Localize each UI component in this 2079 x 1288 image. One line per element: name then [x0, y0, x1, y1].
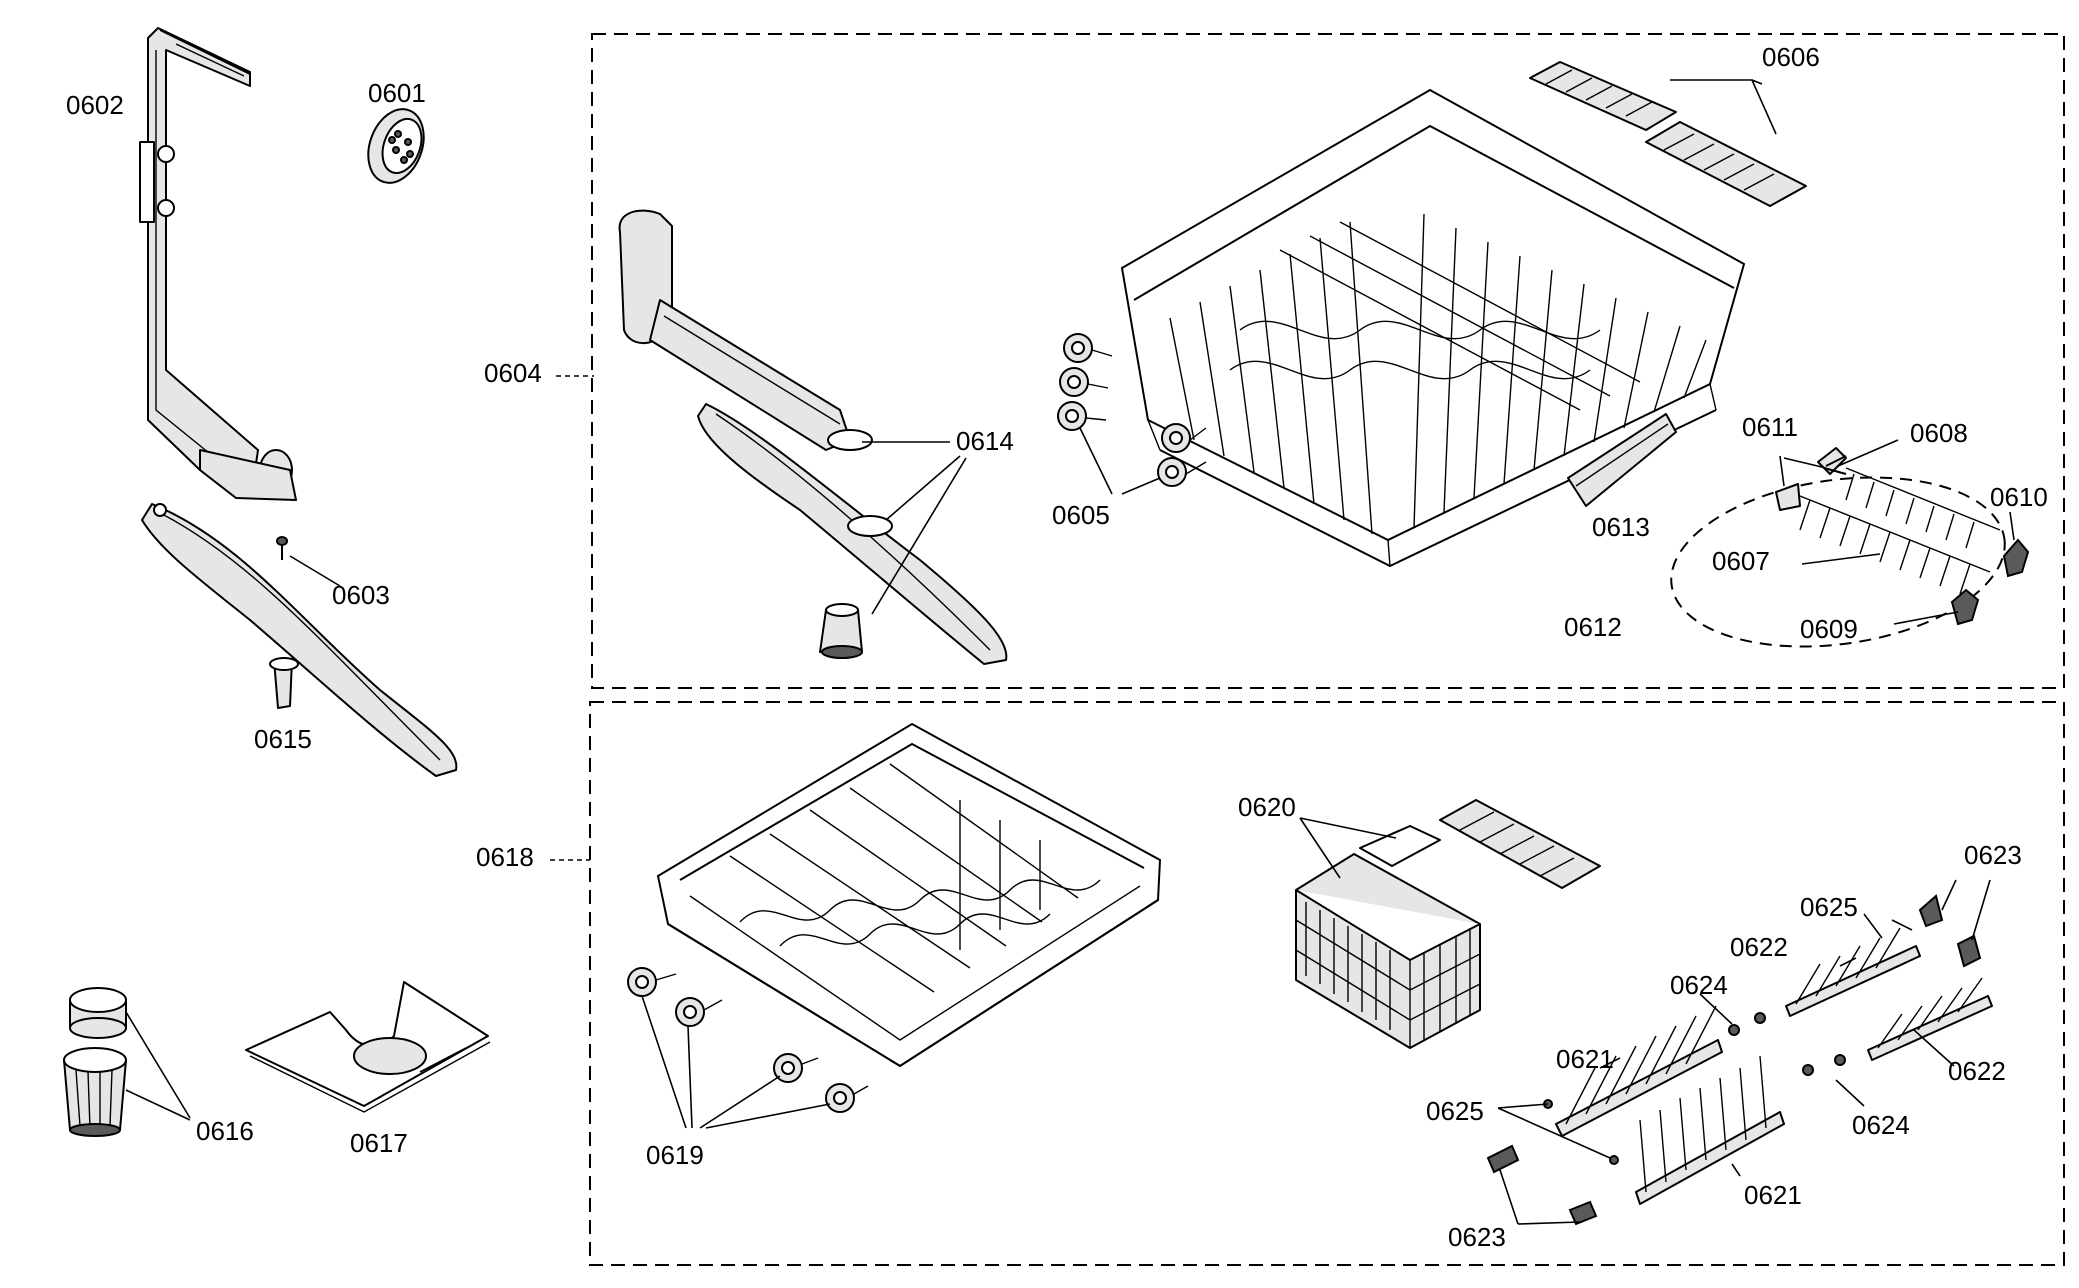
part-label-0625-lower: 0625: [1426, 1096, 1484, 1126]
part-label-0606: 0606: [1762, 42, 1820, 72]
rack-adjuster-group-outline: [1670, 476, 2006, 648]
upper-spray-arm-icon: [618, 209, 1008, 665]
cutlery-basket-icon: [1295, 799, 1601, 1049]
part-label-0622-upper: 0622: [1730, 932, 1788, 962]
filter-icon: [63, 987, 127, 1137]
lower-spray-arm-icon: [141, 503, 458, 777]
lower-rack-wheels-icon: [627, 967, 869, 1113]
part-label-0605: 0605: [1052, 500, 1110, 530]
part-label-0610: 0610: [1990, 482, 2048, 512]
part-label-0616: 0616: [196, 1116, 254, 1146]
part-label-0612: 0612: [1564, 612, 1622, 642]
part-label-0621-lower: 0621: [1744, 1180, 1802, 1210]
supply-tube-icon: [139, 27, 297, 501]
part-label-0603: 0603: [332, 580, 390, 610]
part-label-0604: 0604: [484, 358, 542, 388]
part-label-0623-upper: 0623: [1964, 840, 2022, 870]
tine-rows-icon: [1486, 894, 1993, 1226]
part-label-0615: 0615: [254, 724, 312, 754]
rack-handle-icon: [1567, 413, 1677, 507]
spray-nozzle-icon: [367, 108, 425, 184]
lower-wire-rack-icon: [656, 722, 1162, 1068]
part-label-0625-upper: 0625: [1800, 892, 1858, 922]
part-label-0601: 0601: [368, 78, 426, 108]
part-labels: 0601 0602 0603 0604 0605 0606 0607 0608 …: [66, 42, 2048, 1252]
part-label-0621-upper: 0621: [1556, 1044, 1614, 1074]
part-label-0622-lower: 0622: [1948, 1056, 2006, 1086]
screw-icon: [276, 536, 288, 560]
part-label-0617: 0617: [350, 1128, 408, 1158]
upper-wire-rack-icon: [1120, 88, 1746, 568]
part-label-0619: 0619: [646, 1140, 704, 1170]
upper-rack-assembly-box: [591, 33, 2065, 689]
part-label-0624-lower: 0624: [1852, 1110, 1910, 1140]
cup-shelves-icon: [1529, 61, 1807, 207]
part-label-0618: 0618: [476, 842, 534, 872]
part-label-0623-lower: 0623: [1448, 1222, 1506, 1252]
part-label-0611: 0611: [1742, 412, 1798, 442]
part-label-0624-upper: 0624: [1670, 970, 1728, 1000]
part-label-0614: 0614: [956, 426, 1014, 456]
part-label-0613: 0613: [1592, 512, 1650, 542]
rack-adjuster-parts-icon: [1775, 447, 2030, 626]
part-label-0609: 0609: [1800, 614, 1858, 644]
rack-wheels-icon: [1057, 333, 1207, 487]
part-label-0607: 0607: [1712, 546, 1770, 576]
part-label-0602: 0602: [66, 90, 124, 120]
lower-rack-assembly-box: [589, 701, 2065, 1266]
cover-plate-icon: [245, 981, 491, 1113]
part-label-0608: 0608: [1910, 418, 1968, 448]
part-label-0620: 0620: [1238, 792, 1296, 822]
